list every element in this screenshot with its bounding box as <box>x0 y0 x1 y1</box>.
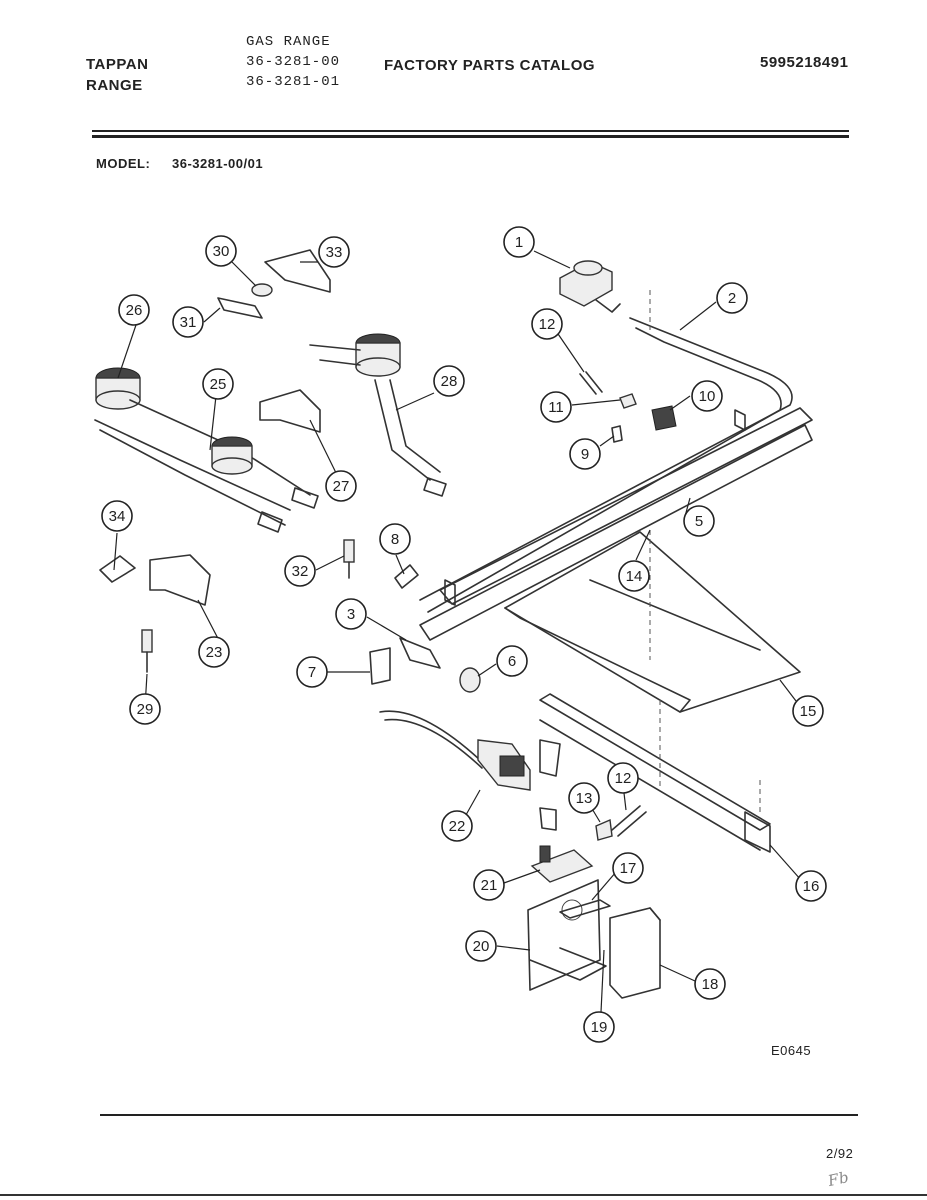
callout-3: 3 <box>335 598 367 630</box>
part-fittings-drawing <box>539 371 677 841</box>
callout-15: 15 <box>792 695 824 727</box>
callout-8: 8 <box>379 523 411 555</box>
callout-11: 11 <box>540 391 572 423</box>
callout-17: 17 <box>612 852 644 884</box>
model-number-1: 36-3281-00 <box>246 54 341 70</box>
svg-text:2: 2 <box>728 290 736 307</box>
callout-34: 34 <box>101 500 133 532</box>
footer-date: 2/92 <box>826 1146 854 1161</box>
svg-text:26: 26 <box>126 302 143 319</box>
part-thermostat-drawing <box>379 710 561 791</box>
svg-text:34: 34 <box>109 508 126 525</box>
svg-text:17: 17 <box>620 860 637 877</box>
part-regulator-drawing <box>559 260 621 313</box>
svg-text:29: 29 <box>137 701 154 718</box>
product-type: GAS RANGE <box>246 34 331 50</box>
catalog-number: 5995218491 <box>760 54 849 71</box>
part-small-brackets-drawing <box>99 249 331 606</box>
callout-33: 33 <box>318 236 350 268</box>
callout-13: 13 <box>568 782 600 814</box>
svg-text:18: 18 <box>702 976 719 993</box>
callout-32: 32 <box>284 555 316 587</box>
callout-29: 29 <box>129 693 161 725</box>
callout-23: 23 <box>198 636 230 668</box>
svg-text:25: 25 <box>210 376 227 393</box>
svg-text:14: 14 <box>626 568 643 585</box>
callout-12-lower: 12 <box>607 762 639 794</box>
svg-text:13: 13 <box>576 790 593 807</box>
part-electrodes-drawing <box>141 539 355 673</box>
svg-text:11: 11 <box>548 399 564 416</box>
svg-text:16: 16 <box>803 878 820 895</box>
svg-text:12: 12 <box>539 316 556 333</box>
svg-text:27: 27 <box>333 478 350 495</box>
model-value: 36-3281-00/01 <box>172 156 264 171</box>
callout-6: 6 <box>496 645 528 677</box>
model-number-2: 36-3281-01 <box>246 74 341 90</box>
svg-text:10: 10 <box>699 388 716 405</box>
part-burner-right-drawing <box>309 333 447 497</box>
svg-text:30: 30 <box>213 243 230 260</box>
part-valve-drawing <box>369 564 481 693</box>
svg-text:3: 3 <box>347 606 355 623</box>
page-bottom-edge <box>0 1194 927 1196</box>
callout-31: 31 <box>172 306 204 338</box>
part-manifold-drawing <box>419 290 813 641</box>
callout-7: 7 <box>296 656 328 688</box>
catalog-title: FACTORY PARTS CATALOG <box>384 57 596 74</box>
figure-code: E0645 <box>771 1043 812 1058</box>
svg-text:22: 22 <box>449 818 466 835</box>
model-label: MODEL: <box>96 156 151 171</box>
svg-text:15: 15 <box>800 703 817 720</box>
svg-text:20: 20 <box>473 938 490 955</box>
svg-text:32: 32 <box>292 563 309 580</box>
callout-12-upper: 12 <box>531 308 563 340</box>
callout-10: 10 <box>691 380 723 412</box>
svg-text:21: 21 <box>481 877 498 894</box>
svg-text:9: 9 <box>581 446 589 463</box>
header-rule-top <box>92 130 849 132</box>
svg-text:7: 7 <box>308 664 316 681</box>
svg-text:33: 33 <box>326 244 343 261</box>
svg-text:23: 23 <box>206 644 223 661</box>
svg-text:12: 12 <box>615 770 632 787</box>
callout-21: 21 <box>473 869 505 901</box>
callout-19: 19 <box>583 1011 615 1043</box>
callout-26: 26 <box>118 294 150 326</box>
callout-28: 28 <box>433 365 465 397</box>
brand-line-1: TAPPAN <box>86 56 149 73</box>
callout-20: 20 <box>465 930 497 962</box>
part-burner-left-drawing <box>94 367 319 533</box>
callout-27: 27 <box>325 470 357 502</box>
svg-text:5: 5 <box>695 513 703 530</box>
callout-2: 2 <box>716 282 748 314</box>
part-lower-bracket-drawing <box>539 693 771 853</box>
svg-text:1: 1 <box>515 234 523 251</box>
callout-22: 22 <box>441 810 473 842</box>
part-control-assembly-drawing <box>527 845 661 999</box>
svg-text:6: 6 <box>508 653 516 670</box>
callout-1: 1 <box>503 226 535 258</box>
callout-9: 9 <box>569 438 601 470</box>
header-rule-bottom <box>92 135 849 138</box>
callout-25: 25 <box>202 368 234 400</box>
callout-5: 5 <box>683 505 715 537</box>
svg-text:19: 19 <box>591 1019 608 1036</box>
part-burner-box-drawing <box>504 530 801 713</box>
svg-text:31: 31 <box>180 314 197 331</box>
callout-30: 30 <box>205 235 237 267</box>
callout-14: 14 <box>618 560 650 592</box>
footer-rule <box>100 1114 858 1116</box>
callout-16: 16 <box>795 870 827 902</box>
brand-line-2: RANGE <box>86 77 143 94</box>
leader-lines <box>113 250 802 1013</box>
svg-text:8: 8 <box>391 531 399 548</box>
callout-18: 18 <box>694 968 726 1000</box>
svg-text:28: 28 <box>441 373 458 390</box>
